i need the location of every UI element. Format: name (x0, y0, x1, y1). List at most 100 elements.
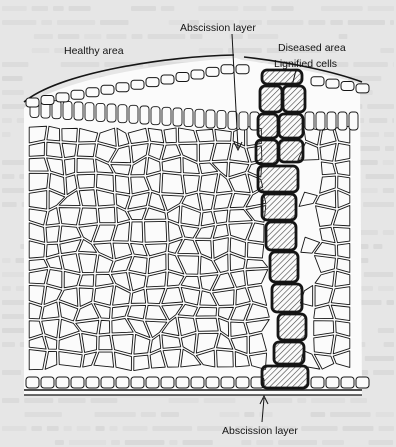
lignified-cell (272, 284, 302, 312)
epidermis-cell-bottom (236, 377, 249, 388)
lignified-cell (258, 166, 298, 192)
mesophyll-cell (47, 142, 62, 157)
epidermis-cell-bottom (326, 377, 339, 388)
mesophyll-cell (77, 174, 95, 188)
mesophyll-cell (29, 350, 46, 370)
epidermis-cell-top (356, 84, 369, 93)
epidermis-cell-top (56, 93, 69, 102)
mesophyll-cell (214, 210, 228, 223)
lignified-cell (278, 314, 306, 340)
epidermis-cell-top (221, 65, 234, 74)
epidermis-cell-bottom (161, 377, 174, 388)
label-abscission-layer-bottom: Abscission layer (222, 425, 298, 437)
mesophyll-cell (196, 129, 214, 141)
epidermis-cell-bottom (86, 377, 99, 388)
mesophyll-cell (47, 126, 60, 141)
mesophyll-cell (79, 190, 96, 206)
mesophyll-cell (65, 158, 75, 175)
palisade-cell (195, 109, 204, 127)
label-lignified-cells: Lignified cells (274, 58, 337, 70)
label-healthy-area: Healthy area (64, 45, 124, 57)
palisade-cell (140, 106, 149, 124)
epidermis-cell-bottom (41, 377, 54, 388)
epidermis-cell-top (26, 98, 39, 107)
palisade-cell (85, 103, 94, 121)
palisade-cell (129, 105, 138, 123)
mesophyll-cell (29, 191, 47, 209)
palisade-cell (239, 112, 248, 130)
lignified-cell (262, 366, 308, 388)
palisade-cell (74, 102, 83, 120)
mesophyll-cell (128, 305, 146, 318)
epidermis-cell-top (86, 88, 99, 97)
label-abscission-layer-top: Abscission layer (180, 22, 256, 34)
lignified-cell (260, 86, 282, 112)
palisade-cell (327, 112, 336, 130)
mesophyll-cell (164, 128, 176, 143)
lignified-cell (270, 252, 298, 282)
palisade-cell (118, 105, 127, 123)
mesophyll-cell (162, 173, 184, 193)
mesophyll-cell (99, 320, 110, 334)
mesophyll-cell (82, 333, 97, 352)
palisade-cell (316, 112, 325, 130)
epidermis-cell-top (101, 85, 114, 94)
epidermis-cell-top (176, 73, 189, 82)
lignified-cell (258, 114, 278, 138)
mesophyll-cell (215, 129, 231, 141)
mesophyll-cell (29, 285, 44, 304)
epidermis-cell-bottom (56, 377, 69, 388)
epidermis-cell-top (236, 65, 249, 74)
palisade-cell (228, 111, 237, 129)
epidermis-cell-top (191, 70, 204, 79)
palisade-cell (96, 103, 105, 121)
mesophyll-cell (314, 335, 334, 354)
mesophyll-cell (200, 174, 218, 193)
lignified-cell (283, 86, 305, 112)
mesophyll-cell (59, 208, 80, 225)
leader-abscission-bottom (262, 398, 264, 422)
mesophyll-cell (247, 242, 263, 258)
epidermis-cell-bottom (71, 377, 84, 388)
lignified-cell (262, 194, 296, 220)
mesophyll-cell (77, 158, 95, 172)
mesophyll-cell (79, 208, 97, 225)
epidermis-cell-bottom (221, 377, 234, 388)
mesophyll-cell (94, 286, 113, 305)
mesophyll-cell (62, 143, 76, 157)
mesophyll-cell (99, 335, 112, 349)
epidermis-cell-top (206, 67, 219, 76)
mesophyll-cell (46, 226, 59, 242)
lignified-cell (274, 342, 304, 364)
epidermis-cell-top (41, 96, 54, 105)
palisade-cell (107, 104, 116, 122)
epidermis-cell-bottom (341, 377, 354, 388)
mesophyll-cell (335, 161, 350, 176)
epidermis-cell-top (146, 78, 159, 87)
mesophyll-cell (134, 355, 149, 370)
mesophyll-cell (196, 307, 217, 316)
mesophyll-cell (148, 128, 164, 142)
palisade-cell (217, 111, 226, 129)
mesophyll-cell (314, 321, 334, 336)
lignified-cell (279, 114, 303, 138)
mesophyll-cell (77, 144, 95, 157)
epidermis-cell-top (311, 77, 324, 86)
epidermis-cell-bottom (101, 377, 114, 388)
epidermis-cell-bottom (356, 377, 369, 388)
palisade-cell (184, 109, 193, 127)
epidermis-cell-top (71, 90, 84, 99)
mesophyll-cell (115, 175, 129, 193)
epidermis-cell-top (161, 75, 174, 84)
palisade-cell (338, 112, 347, 130)
epidermis-cell-bottom (206, 377, 219, 388)
palisade-cell (151, 107, 160, 125)
lower-epidermis (26, 377, 369, 388)
epidermis-cell-bottom (191, 377, 204, 388)
epidermis-cell-top (326, 79, 339, 88)
mesophyll-cell (217, 350, 234, 367)
lignified-cell (279, 140, 303, 162)
palisade-cell (349, 112, 358, 130)
palisade-cell (162, 107, 171, 125)
